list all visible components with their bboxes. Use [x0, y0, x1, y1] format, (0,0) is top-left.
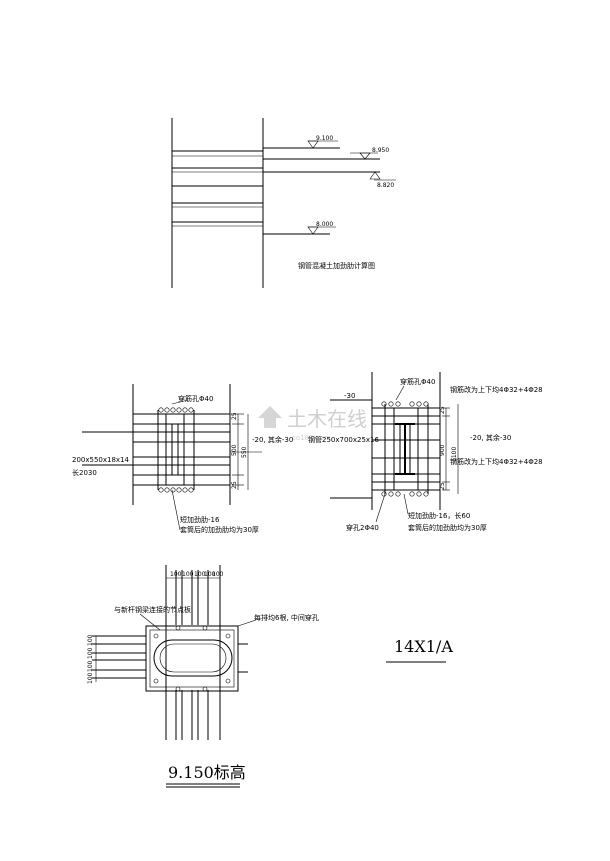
left-stiffener-note: 短加劲肋-16: [180, 515, 220, 524]
svg-text:100: 100: [87, 660, 94, 672]
left-hole-label: 穿筋孔Φ40: [178, 394, 213, 403]
level-8950: 8.950: [372, 147, 389, 154]
svg-text:1100: 1100: [451, 447, 458, 462]
svg-text:900: 900: [439, 444, 446, 456]
level-9100: 9.100: [316, 135, 333, 142]
svg-text:25: 25: [439, 482, 446, 490]
svg-text:25: 25: [439, 406, 446, 414]
svg-text:100: 100: [182, 571, 194, 578]
svg-text:100: 100: [87, 647, 94, 659]
plan-holes-note: 每排均6根, 中间穿孔: [254, 613, 319, 622]
plan-node-note: 与新杆钢梁连接的节点板: [114, 605, 191, 614]
sheet-label: 14X1/A: [394, 637, 453, 656]
level-8000: 8.000: [316, 221, 333, 228]
right-hole-bottom: 穿孔2Φ40: [346, 523, 379, 532]
elevation-caption: 钢管混凝土加劲肋计算图: [298, 261, 375, 270]
sheet-label-group: 14X1/A: [386, 637, 453, 663]
right-top-label: -30: [344, 392, 355, 400]
svg-text:500: 500: [231, 444, 238, 456]
watermark: 土木在线 co188.com: [258, 406, 367, 442]
right-hole-label: 穿筋孔Φ40: [400, 377, 435, 386]
level-8820: 8.820: [377, 182, 394, 189]
right-rest-label: -20, 其余-30: [470, 433, 511, 442]
watermark-sub: co188.com: [292, 434, 331, 442]
left-rest-label: -20, 其余-30: [252, 435, 293, 444]
watermark-text: 土木在线: [287, 407, 367, 431]
right-section: 25 900 1100 25 -30 穿筋孔Φ40 钢筋改为上下均4Φ32+4Φ…: [308, 372, 543, 532]
svg-text:100: 100: [87, 634, 94, 646]
right-thickness-note: 套筒后的加劲肋均为30厚: [408, 523, 487, 532]
svg-text:25: 25: [231, 481, 238, 489]
svg-text:100: 100: [212, 571, 224, 578]
right-stiffener-note: 短加劲肋-16，长60: [408, 511, 470, 520]
left-plate-label: 200x550x18x14: [72, 456, 130, 464]
right-rebar-bottom: 钢筋改为上下均4Φ32+4Φ28: [450, 457, 543, 466]
right-steel-label: 钢管250x700x25x16: [308, 435, 380, 444]
left-thickness-note: 套筒后的加劲肋均为30厚: [180, 525, 259, 534]
svg-text:100: 100: [194, 571, 206, 578]
left-length-label: 长2030: [72, 468, 97, 477]
right-rebar-top: 钢筋改为上下均4Φ32+4Φ28: [450, 385, 543, 394]
plan-elevation-title: 9.150标高: [168, 763, 246, 782]
steel-tube: [153, 639, 233, 677]
svg-text:25: 25: [231, 412, 238, 420]
left-section: 25 500 550 25 穿筋孔Φ40 200x550x18x14 长2030…: [72, 384, 293, 534]
watermark-house-icon: [258, 406, 282, 428]
plan-view: 100 100 100 100 100 100 100 100 100 与新杆钢…: [87, 565, 319, 788]
svg-text:100: 100: [87, 672, 94, 684]
svg-text:100: 100: [170, 571, 182, 578]
elevation-view: 9.100 8.950 8.820 8.000 钢管混凝土加劲肋计算图: [171, 118, 396, 288]
svg-text:100: 100: [204, 571, 216, 578]
